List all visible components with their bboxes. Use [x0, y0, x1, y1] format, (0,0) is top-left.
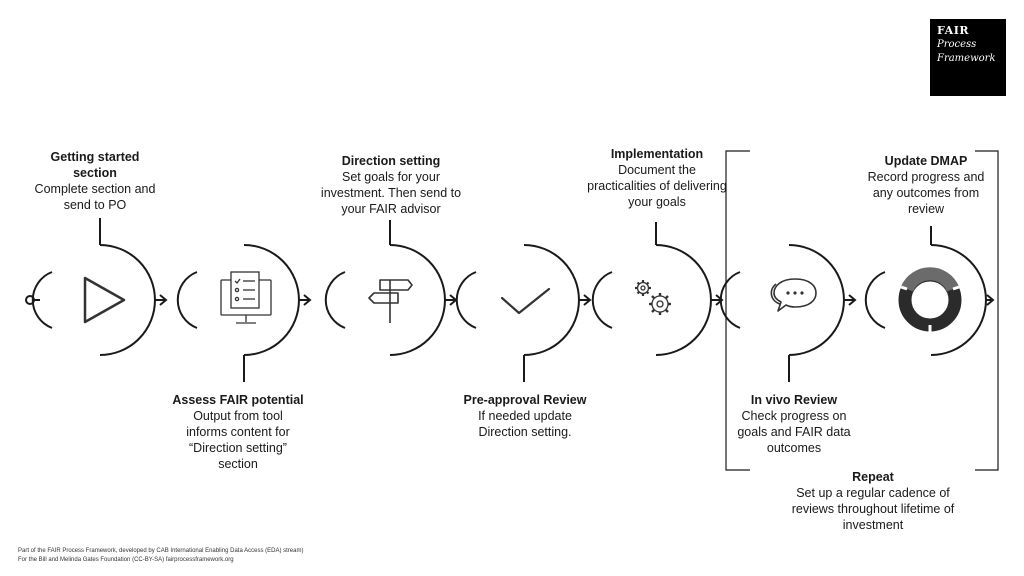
label-invivo: In vivo Review Check progress on goals a…	[726, 392, 862, 456]
label-assess: Assess FAIR potential Output from tool i…	[160, 392, 316, 472]
badge-line-2: Process	[937, 39, 977, 50]
step-title: Getting started section	[50, 150, 140, 180]
footer-line-1: Part of the FAIR Process Framework, deve…	[18, 548, 304, 554]
label-preapproval: Pre-approval Review If needed update Dir…	[450, 392, 600, 440]
step-title: Implementation	[610, 147, 704, 161]
step-desc: Set up a regular cadence of reviews thro…	[791, 486, 955, 532]
step-desc: Record progress and any outcomes from re…	[867, 170, 985, 216]
step-desc: Check progress on goals and FAIR data ou…	[737, 409, 851, 455]
step-desc: Document the practicalities of deliverin…	[587, 163, 727, 209]
checkmark-icon	[500, 287, 551, 315]
label-implementation: Implementation Document the practicaliti…	[584, 146, 730, 210]
step-title: Update DMAP	[884, 154, 968, 168]
step-desc: Complete section and send to PO	[34, 182, 156, 212]
step-title: Pre-approval Review	[463, 393, 587, 407]
repeat-bracket-right	[975, 150, 999, 471]
gears-icon	[635, 280, 671, 315]
donut-chart-icon	[898, 267, 962, 332]
badge-line-3: Framework	[937, 53, 996, 64]
badge-line-1: FAIR	[937, 24, 969, 37]
stage-getting-started	[31, 218, 168, 356]
step-title: In vivo Review	[750, 393, 838, 407]
footer-credits: Part of the FAIR Process Framework, deve…	[18, 547, 303, 565]
stage-invivo	[719, 244, 857, 382]
step-desc: Output from tool informs content for “Di…	[186, 409, 290, 471]
label-repeat: Repeat Set up a regular cadence of revie…	[780, 469, 966, 533]
stage-direction	[324, 220, 458, 356]
step-title: Assess FAIR potential	[172, 393, 304, 407]
checklist-monitor-icon	[220, 271, 272, 324]
stage-update	[864, 226, 995, 356]
play-icon	[83, 276, 126, 324]
label-getting-started: Getting started section Complete section…	[20, 149, 170, 213]
footer-line-2: For the Bill and Melinda Gates Foundatio…	[18, 557, 234, 563]
fair-badge: FAIR Process Framework	[930, 19, 1006, 96]
repeat-bracket-left	[725, 150, 750, 471]
label-direction: Direction setting Set goals for your inv…	[318, 153, 464, 217]
stage-assess	[176, 244, 312, 382]
step-desc: If needed update Direction setting.	[478, 409, 572, 439]
stage-preapproval	[455, 244, 592, 382]
chat-bubbles-icon	[770, 278, 817, 312]
label-update: Update DMAP Record progress and any outc…	[856, 153, 996, 217]
signpost-icon	[368, 279, 413, 323]
step-title: Direction setting	[341, 154, 441, 168]
step-desc: Set goals for your investment. Then send…	[320, 170, 462, 216]
stage-implementation	[591, 222, 724, 356]
step-title: Repeat	[852, 470, 894, 484]
